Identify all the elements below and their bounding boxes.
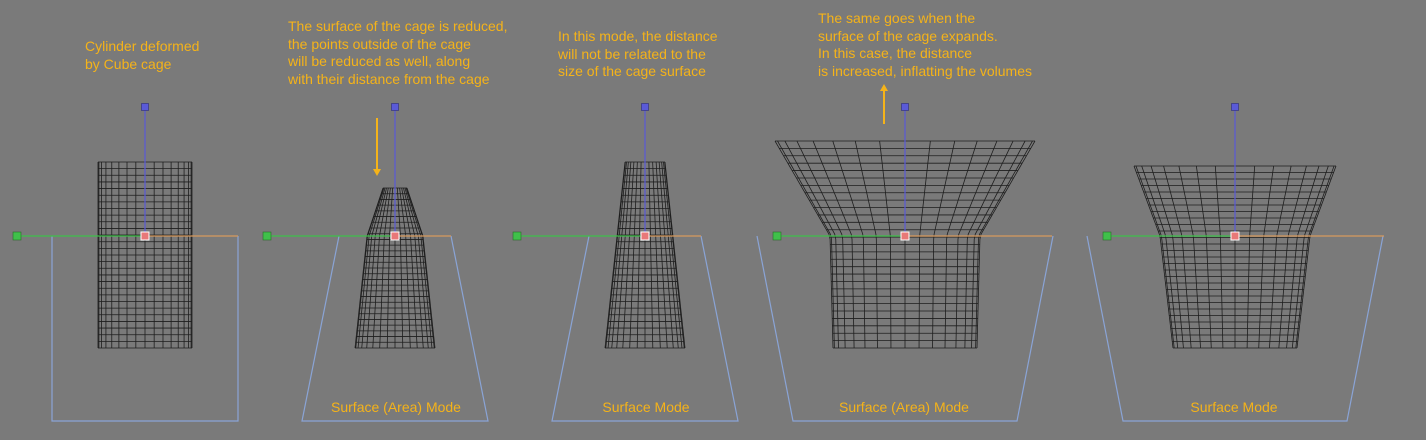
- cylinder-mesh-meridian: [1295, 165, 1335, 349]
- cylinder-mesh-meridian: [636, 161, 642, 349]
- cylinder-mesh-meridian: [366, 187, 387, 349]
- cylinder-mesh-meridian: [629, 161, 638, 349]
- cylinder-mesh-meridian: [1195, 165, 1212, 349]
- origin-handle: [900, 231, 910, 241]
- cylinder-mesh-meridian: [1150, 165, 1184, 349]
- cylinder-mesh-meridian: [1214, 165, 1224, 349]
- cylinder-mesh-meridian: [399, 187, 411, 349]
- panel-3: [512, 103, 739, 422]
- cylinder-mesh-meridian: [663, 161, 683, 349]
- z-axis-handle: [262, 231, 272, 241]
- cylinder-mesh-meridian: [1296, 165, 1337, 349]
- cylinder-mesh-meridian: [664, 161, 686, 349]
- cylinder-mesh-meridian: [604, 161, 626, 349]
- y-axis-handle: [1231, 103, 1239, 111]
- cylinder-mesh-meridian: [616, 161, 632, 349]
- cylinder-mesh-meridian: [796, 140, 846, 349]
- cage-outline: [301, 235, 489, 422]
- cylinder-mesh-meridian: [1163, 165, 1192, 349]
- z-axis-handle: [1102, 231, 1112, 241]
- cylinder-mesh-meridian: [944, 140, 978, 349]
- mode-label-surface-2: Surface Mode: [1190, 399, 1278, 415]
- cylinder-mesh-meridian: [832, 140, 866, 349]
- mode-label-surface-area-1: Surface (Area) Mode: [331, 399, 461, 415]
- cylinder-mesh-meridian: [964, 140, 1014, 349]
- cylinder-mesh-meridian: [777, 140, 835, 349]
- cylinder-mesh-meridian: [664, 161, 685, 349]
- cylinder-mesh-meridian: [658, 161, 674, 349]
- cylinder-mesh-meridian: [932, 140, 956, 349]
- panel-4: [756, 84, 1054, 422]
- cylinder-mesh-meridian: [396, 187, 404, 349]
- cylinder-mesh-meridian: [401, 187, 418, 349]
- cylinder-mesh-meridian: [372, 187, 389, 349]
- cylinder-mesh-meridian: [357, 187, 385, 349]
- origin-handle: [640, 231, 650, 241]
- cylinder-mesh-meridian: [1258, 165, 1275, 349]
- cylinder-mesh-meridian: [774, 140, 834, 349]
- z-axis-handle: [772, 231, 782, 241]
- cylinder-mesh-meridian: [918, 140, 931, 349]
- y-axis-handle: [901, 103, 909, 111]
- cage-outline: [51, 236, 239, 422]
- annotation-cylinder-deformed: Cylinder deformed by Cube cage: [85, 38, 200, 72]
- mode-label-surface-area-2: Surface (Area) Mode: [839, 399, 969, 415]
- cylinder-mesh-meridian: [403, 187, 424, 349]
- cylinder-mesh-meridian: [1291, 165, 1329, 349]
- cylinder-mesh-meridian: [976, 140, 1036, 349]
- direction-arrow-head: [880, 84, 888, 91]
- cylinder-mesh-meridian: [1269, 165, 1292, 349]
- cylinder-mesh-meridian: [661, 161, 679, 349]
- cage-outline: [1086, 235, 1384, 422]
- cylinder-mesh-meridian: [622, 161, 635, 349]
- cylinder-mesh-meridian: [655, 161, 668, 349]
- origin-handle: [1230, 231, 1240, 241]
- origin-handle: [140, 231, 150, 241]
- cage-outline: [756, 235, 1054, 422]
- cylinder-mesh-meridian: [1246, 165, 1256, 349]
- cylinder-mesh-meridian: [404, 187, 429, 349]
- cylinder-mesh-meridian: [354, 187, 384, 349]
- z-axis-handle: [512, 231, 522, 241]
- cylinder-mesh-meridian: [1178, 165, 1201, 349]
- cylinder-mesh-meridian: [605, 161, 626, 349]
- cylinder-mesh-meridian: [1286, 165, 1320, 349]
- cylinder-mesh-meridian: [607, 161, 627, 349]
- cage-outline: [551, 235, 739, 422]
- cylinder-mesh-meridian: [386, 187, 394, 349]
- y-axis-handle: [641, 103, 649, 111]
- panel-2: [262, 103, 489, 422]
- cylinder-mesh-meridian: [648, 161, 654, 349]
- origin-handle: [390, 231, 400, 241]
- direction-arrow-head: [373, 169, 381, 176]
- cylinder-mesh-meridian: [812, 140, 855, 349]
- cylinder-mesh-meridian: [784, 140, 839, 349]
- cylinder-mesh-meridian: [971, 140, 1026, 349]
- cylinder-mesh-meridian: [361, 187, 386, 349]
- cylinder-mesh-meridian: [854, 140, 878, 349]
- cylinder-mesh-meridian: [1135, 165, 1175, 349]
- cylinder-mesh-meridian: [406, 187, 435, 349]
- y-axis-handle: [391, 103, 399, 111]
- cylinder-mesh-meridian: [611, 161, 629, 349]
- cylinder-mesh-meridian: [1278, 165, 1307, 349]
- mode-label-surface-1: Surface Mode: [602, 399, 690, 415]
- z-axis-handle: [12, 231, 22, 241]
- cylinder-mesh-meridian: [879, 140, 892, 349]
- annotation-surface-reduced: The surface of the cage is reduced, the …: [288, 18, 508, 87]
- cylinder-mesh-meridian: [652, 161, 661, 349]
- panel-1: [12, 103, 239, 422]
- cylinder-mesh-meridian: [955, 140, 998, 349]
- cylinder-mesh-meridian: [405, 187, 433, 349]
- annotation-surface-expands: The same goes when the surface of the ca…: [818, 10, 1032, 79]
- panel-5: [1086, 103, 1384, 422]
- cylinder-mesh-meridian: [975, 140, 1033, 349]
- cylinder-mesh-meridian: [1133, 165, 1174, 349]
- annotation-distance-unrelated: In this mode, the distance will not be r…: [558, 28, 718, 79]
- cylinder-mesh-meridian: [379, 187, 391, 349]
- cylinder-mesh-meridian: [1141, 165, 1179, 349]
- y-axis-handle: [141, 103, 149, 111]
